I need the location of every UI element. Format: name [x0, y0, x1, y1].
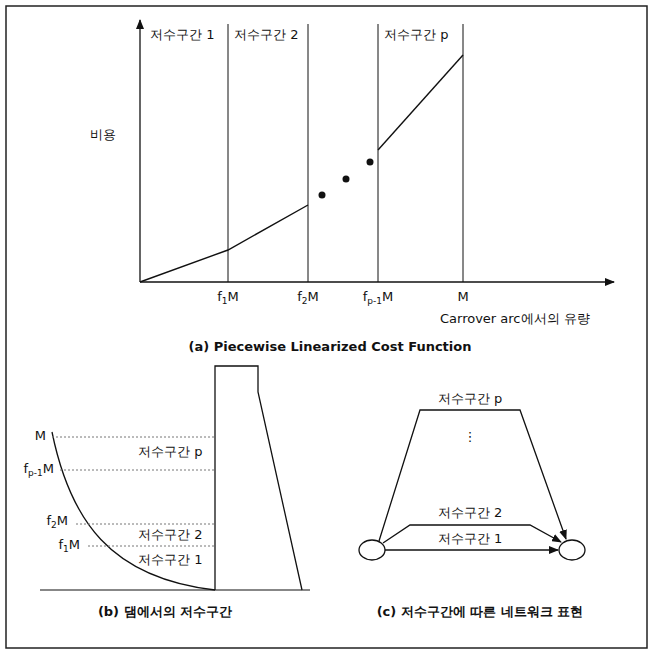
- level-label: f2M: [46, 514, 68, 529]
- network-illustration: [359, 410, 585, 560]
- interval-label: 저수구간 2: [234, 28, 298, 43]
- level-label: fp-1M: [24, 462, 54, 477]
- chart-axes: [140, 20, 614, 282]
- cost-curve: [140, 55, 463, 282]
- interval-dividers: [228, 24, 463, 282]
- axis-label: Carrover arc에서의 유량: [440, 312, 590, 327]
- tick-label: fp-1M: [363, 290, 393, 305]
- dam-illustration: [40, 366, 310, 590]
- outer-frame: [6, 6, 647, 648]
- level-label: M: [35, 429, 46, 444]
- subfigure-caption: (a) Piecewise Linearized Cost Function: [189, 340, 472, 355]
- subfigure-caption: (b) 댐에서의 저수구간: [98, 605, 232, 620]
- level-label: f1M: [58, 538, 80, 553]
- tick-label: M: [457, 290, 468, 305]
- ellipsis-mark: ⋮: [464, 430, 477, 445]
- interval-label: 저수구간 2: [138, 528, 202, 543]
- tick-label: f1M: [217, 290, 239, 305]
- tick-label: f2M: [297, 290, 319, 305]
- interval-label: 저수구간 1: [150, 28, 214, 43]
- subfigure-caption: (c) 저수구간에 따른 네트워크 표현: [377, 605, 584, 620]
- axis-label: 비용: [90, 128, 116, 143]
- interval-label: 저수구간 p: [138, 445, 202, 460]
- interval-label: 저수구간 p: [384, 28, 448, 43]
- arc-label: 저수구간 p: [438, 392, 502, 407]
- arc-label: 저수구간 1: [438, 532, 502, 547]
- arc-label: 저수구간 2: [438, 506, 502, 521]
- interval-label: 저수구간 1: [138, 553, 202, 568]
